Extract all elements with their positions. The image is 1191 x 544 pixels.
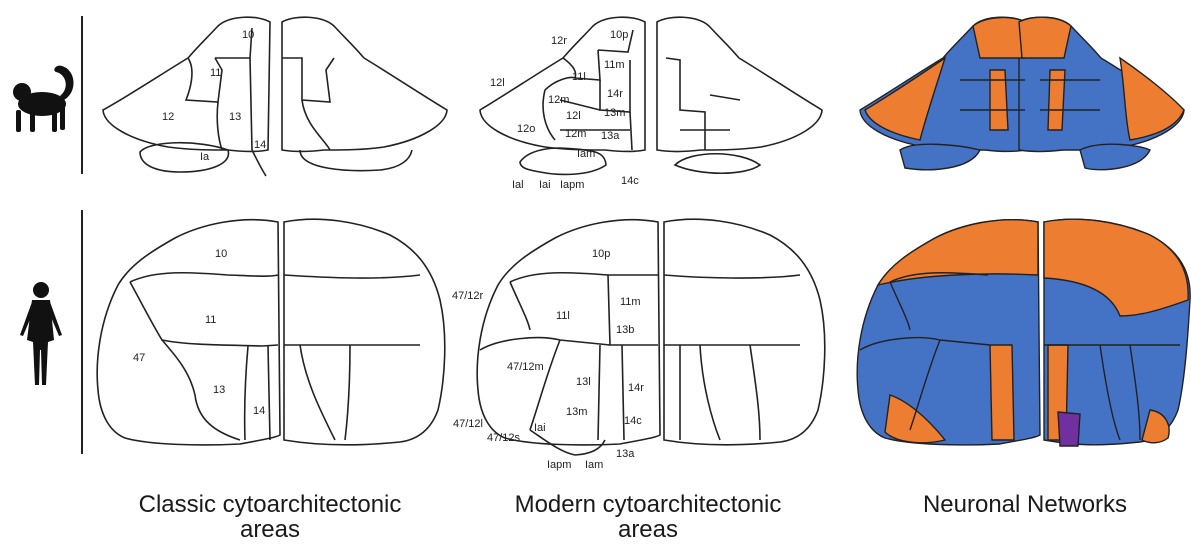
label-modern-human-iai: Iai <box>534 422 546 434</box>
label-modern-human-47-12m: 47/12m <box>507 361 544 373</box>
human-icon <box>20 282 62 385</box>
label-classic-human-14: 14 <box>253 405 265 417</box>
label-classic-monkey-10: 10 <box>242 29 254 41</box>
label-modern-monkey-iai: Iai <box>539 179 551 191</box>
label-modern-monkey-ial: Ial <box>512 179 524 191</box>
label-modern-human-iam: Iam <box>585 459 603 471</box>
label-modern-human-11m: 11m <box>620 296 641 308</box>
label-classic-monkey-13: 13 <box>229 111 241 123</box>
label-modern-monkey-iam: Iam <box>577 148 595 160</box>
label-classic-monkey-ia: Ia <box>200 151 210 163</box>
label-modern-human-47-12s: 47/12s <box>487 432 521 444</box>
caption-modern: Modern cytoarchitectonic areas <box>468 492 828 542</box>
label-classic-human-10: 10 <box>215 248 227 260</box>
caption-modern-line1: Modern cytoarchitectonic <box>468 492 828 517</box>
modern-human-map <box>477 219 825 455</box>
monkey-icon <box>13 66 74 132</box>
label-modern-monkey-11m: 11m <box>604 59 625 71</box>
label-modern-human-47-12l: 47/12l <box>453 418 483 430</box>
caption-classic: Classic cytoarchitectonic areas <box>90 492 450 542</box>
label-modern-monkey-12l-a: 12l <box>490 77 505 89</box>
caption-classic-line1: Classic cytoarchitectonic <box>90 492 450 517</box>
label-modern-human-iapm: Iapm <box>547 459 571 471</box>
label-modern-human-14c: 14c <box>624 415 642 427</box>
label-modern-monkey-13m: 13m <box>604 107 625 119</box>
label-classic-human-11: 11 <box>205 314 216 326</box>
classic-human-map <box>97 219 445 445</box>
network-monkey-map <box>860 17 1184 170</box>
label-modern-monkey-11l: 11l <box>572 71 586 83</box>
network-human-map <box>857 219 1190 446</box>
label-modern-monkey-12m-b: 12m <box>565 128 586 140</box>
classic-monkey-map <box>103 17 447 176</box>
label-modern-monkey-12r: 12r <box>551 35 567 47</box>
label-modern-human-13l: 13l <box>576 376 591 388</box>
caption-classic-line2: areas <box>90 517 450 542</box>
label-classic-monkey-11: 11 <box>210 67 221 79</box>
label-modern-human-14r: 14r <box>628 382 644 394</box>
label-modern-monkey-12m-a: 12m <box>548 94 569 106</box>
label-modern-monkey-14c: 14c <box>621 175 639 187</box>
label-modern-human-13m: 13m <box>566 406 587 418</box>
label-modern-monkey-13a: 13a <box>601 130 620 142</box>
label-modern-human-11l: 11l <box>556 310 570 322</box>
modern-monkey-labels: 10p 12r 11m 12l 11l 12m 14r 13m 12l 12o … <box>490 29 639 191</box>
caption-modern-line2: areas <box>468 517 828 542</box>
caption-networks: Neuronal Networks <box>845 492 1191 517</box>
modern-human-labels: 10p 47/12r 11m 11l 13b 47/12m 13l 14r 47… <box>452 248 644 471</box>
label-modern-monkey-12l-b: 12l <box>566 110 581 122</box>
label-modern-human-47-12r: 47/12r <box>452 290 484 302</box>
label-classic-human-47: 47 <box>133 352 145 364</box>
human-row-separator <box>81 210 83 454</box>
human-row: 10 11 47 13 14 10p 47/12r 11m 11l 13b 47… <box>20 210 1190 471</box>
label-classic-monkey-12: 12 <box>162 111 174 123</box>
monkey-row: 10 11 12 13 14 Ia 10p 12r 11m 12l 11l <box>13 16 1184 191</box>
label-modern-human-10p: 10p <box>592 248 610 260</box>
monkey-row-separator <box>81 16 83 174</box>
modern-monkey-map <box>480 17 822 174</box>
label-classic-human-13: 13 <box>213 384 225 396</box>
label-modern-monkey-iapm: Iapm <box>560 179 584 191</box>
label-modern-monkey-14r: 14r <box>607 88 623 100</box>
label-modern-monkey-10p: 10p <box>610 29 628 41</box>
label-classic-monkey-14: 14 <box>254 139 266 151</box>
label-modern-human-13a: 13a <box>616 448 635 460</box>
label-modern-monkey-12o: 12o <box>517 123 535 135</box>
label-modern-human-13b: 13b <box>616 324 634 336</box>
caption-networks-line1: Neuronal Networks <box>845 492 1191 517</box>
